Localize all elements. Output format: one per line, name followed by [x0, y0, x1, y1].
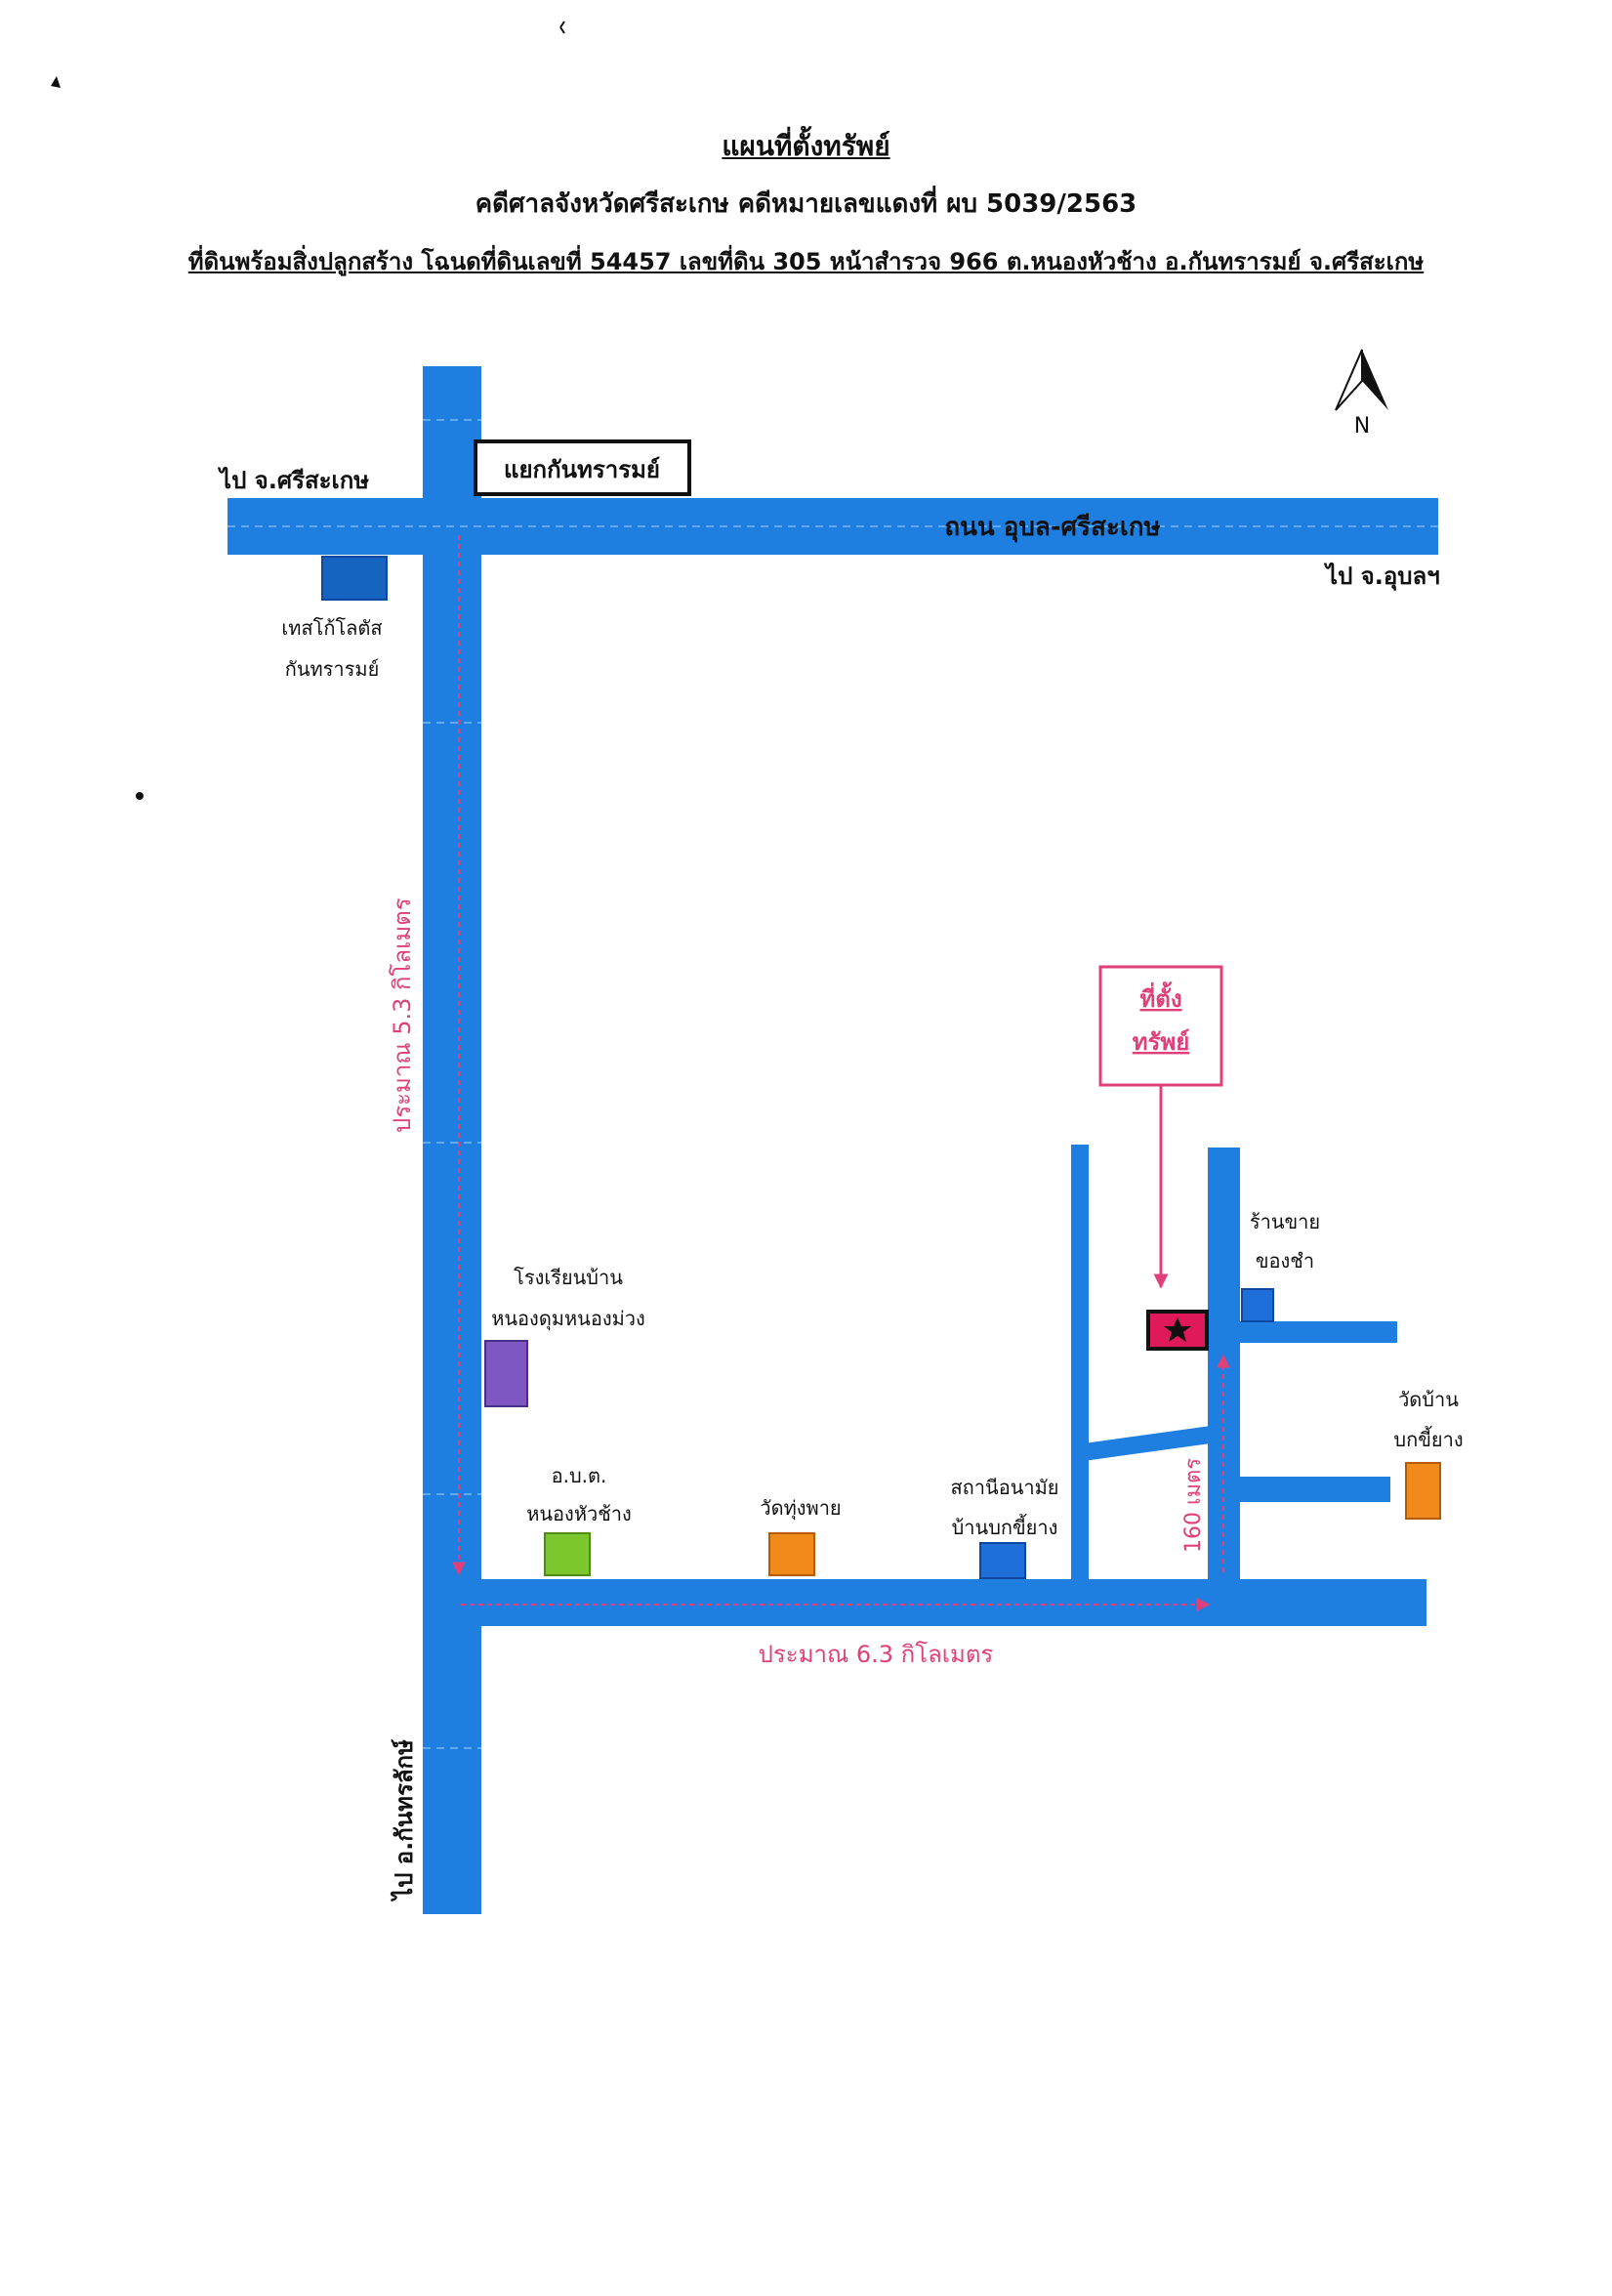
road-side-left: [1071, 1145, 1089, 1582]
to-sisaket-label: ไป จ.ศรีสะเกษ: [217, 466, 369, 494]
property-location-marker: [1146, 1310, 1209, 1351]
to-kanthararak-label: ไป อ.กันทรลักษ์: [390, 1739, 418, 1902]
health-label-1: สถานีอนามัย: [950, 1476, 1058, 1499]
star-icon: [1164, 1317, 1191, 1342]
court-case-line: คดีศาลจังหวัดศรีสะเกษ คดีหมายเลขแดงที่ ผ…: [475, 189, 1137, 219]
shop-label-1: ร้านขาย: [1250, 1210, 1320, 1233]
road-bottom-east-west: [423, 1579, 1426, 1626]
distance-vertical-label: ประมาณ 5.3 กิโลเมตร: [389, 898, 416, 1133]
to-ubon-label: ไป จ.อุบลฯ: [1323, 562, 1440, 592]
school-label-1: โรงเรียนบ้าน: [514, 1266, 623, 1289]
shop-label-2: ของชำ: [1256, 1249, 1314, 1273]
junction-label-box: แยกกันทรารมย์: [474, 439, 691, 496]
north-label: N: [1354, 414, 1370, 438]
health-label-2: บ้านบกขี้ยาง: [952, 1514, 1058, 1539]
distance-short-label: 160 เมตร: [1181, 1458, 1206, 1553]
tesco-label-2: กันทรารมย์: [285, 657, 380, 681]
distance-arrows: [452, 535, 1230, 1611]
obt-marker: อ.บ.ต. หนองหัวช้าง: [526, 1464, 632, 1576]
wat-thung-phai-marker: วัดทุ่งพาย: [760, 1496, 842, 1576]
road-branch-shop: [1238, 1321, 1397, 1343]
grocery-shop-marker: ร้านขาย ของชำ: [1241, 1210, 1320, 1322]
junction-label: แยกกันทรารมย์: [504, 456, 660, 483]
school-label-2: หนองดุมหนองม่วง: [491, 1307, 645, 1331]
road-diagonal-connector: [1084, 1426, 1211, 1461]
tesco-label-1: เทสโก้โลตัส: [281, 616, 382, 640]
property-callout-line2: ทรัพย์: [1133, 1028, 1190, 1056]
wat-thung-label: วัดทุ่งพาย: [760, 1496, 841, 1521]
school-marker: โรงเรียนบ้าน หนองดุมหนองม่วง: [484, 1266, 645, 1407]
wat-bok-label-2: บกขี้ยาง: [1393, 1426, 1463, 1451]
road-north-south-west: [423, 366, 481, 1914]
wat-bok-label-1: วัดบ้าน: [1398, 1388, 1459, 1411]
north-arrow-icon: N: [1335, 349, 1388, 438]
road-branch-wat: [1238, 1477, 1390, 1502]
obt-label-1: อ.บ.ต.: [552, 1464, 607, 1487]
health-station-marker: สถานีอนามัย บ้านบกขี้ยาง: [950, 1476, 1059, 1579]
property-description: ที่ดินพร้อมสิ่งปลูกสร้าง โฉนดที่ดินเลขที…: [187, 248, 1425, 275]
property-callout: ที่ตั้ง ทรัพย์: [1098, 965, 1223, 1289]
main-road-label: ถนน อุบล-ศรีสะเกษ: [944, 513, 1160, 543]
scan-artifacts: [51, 21, 565, 800]
tesco-lotus-marker: เทสโก้โลตัส กันทรารมย์: [281, 556, 388, 681]
roads: [227, 366, 1438, 1914]
map-title: แผนที่ตั้งทรัพย์: [722, 130, 890, 162]
obt-label-2: หนองหัวช้าง: [526, 1502, 632, 1525]
wat-bok-khi-yang-marker: วัดบ้าน บกขี้ยาง: [1393, 1388, 1464, 1520]
road-center-lines: [227, 419, 1438, 1749]
distance-horizontal-label: ประมาณ 6.3 กิโลเมตร: [759, 1641, 994, 1668]
property-callout-line1: ที่ตั้ง: [1139, 981, 1181, 1013]
